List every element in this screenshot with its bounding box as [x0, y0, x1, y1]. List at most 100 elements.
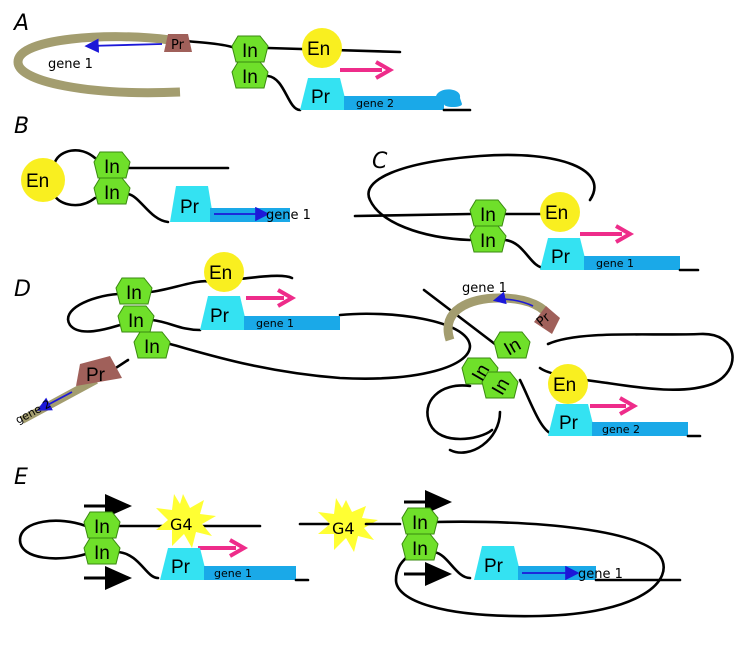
gene-body [210, 208, 290, 222]
promoter-active [160, 548, 208, 580]
promoter-label: Pr [311, 87, 331, 108]
promoter-label: Pr [86, 365, 106, 386]
panel-label-d: D [14, 277, 31, 302]
promoter-label: Pr [171, 38, 185, 53]
promoter-inactive [534, 306, 560, 334]
insulator-label: In [94, 517, 110, 538]
insulator-label: In [480, 231, 496, 252]
panel-label-b: B [14, 114, 29, 139]
panel-c: C In In En Pr gene 1 [353, 149, 700, 272]
gene-body [204, 566, 296, 580]
dna-strand [353, 212, 472, 218]
enhancer-label: En [553, 375, 576, 396]
dna-loop [426, 384, 494, 441]
promoter-label: Pr [210, 306, 230, 327]
panel-b: B En In In Pr gene 1 [14, 114, 311, 224]
promoter-active [170, 186, 214, 222]
panel-d-left: D Pr gene 2 In In In En Pr gene 1 [13, 252, 472, 427]
dna-strand [432, 550, 472, 580]
enhancer [540, 192, 580, 232]
activation-arrowhead [229, 538, 249, 558]
dna-loop [18, 519, 88, 560]
insulator-label: In [480, 205, 496, 226]
gene-1-loop [13, 32, 181, 98]
panel-d-right: Pr gene 1 In In In En Pr gene 2 [422, 281, 734, 454]
dna-strand [116, 550, 160, 580]
dna-strand [503, 238, 547, 270]
gene-1-label: gene 1 [266, 208, 311, 223]
dna-loop [538, 332, 734, 392]
dna-strand [266, 74, 302, 112]
gene-1-label: gene 1 [214, 567, 252, 580]
gene-1-label: gene 1 [256, 317, 294, 330]
enhancer-label: En [209, 263, 232, 284]
dna-loop [394, 520, 665, 618]
g4-star [318, 498, 378, 552]
gene-1-label: gene 1 [596, 257, 634, 270]
promoter-active [300, 78, 348, 110]
dna-loop [367, 153, 596, 242]
dna-loop [66, 292, 122, 333]
g4-label: G4 [332, 519, 355, 538]
enhancer-label: En [545, 203, 568, 224]
dna-strand [126, 192, 170, 224]
gene-body [244, 316, 340, 330]
panel-e-left: E In In G4 Pr gene 1 [14, 465, 310, 590]
insulator-label: In [242, 67, 258, 88]
gene-1-label: gene 1 [48, 57, 93, 72]
transcript-blob [436, 89, 462, 107]
panel-label-c: C [372, 149, 388, 174]
insulator-label: In [242, 41, 258, 62]
enhancer-label: En [26, 171, 49, 192]
insulator-label: In [412, 539, 428, 560]
promoter-inactive [164, 34, 192, 52]
promoter-active [540, 238, 588, 270]
gene-body [344, 96, 444, 110]
gene-2-inactive [20, 376, 98, 424]
insulator-label: In [128, 311, 144, 332]
activation-arrowhead [619, 396, 639, 416]
dna-strand [53, 149, 97, 164]
enhancer [302, 28, 342, 68]
promoter-inactive [76, 356, 122, 386]
promoter-label: Pr [180, 197, 200, 218]
g4-star [156, 494, 216, 548]
transcript-arrow [492, 291, 534, 307]
gene-body [584, 256, 680, 270]
gene-2-label: gene 2 [13, 397, 53, 426]
panel-e-right: G4 In In Pr gene 1 [298, 490, 682, 618]
dna-strand [53, 194, 97, 207]
enhancer [21, 158, 65, 202]
gene-1-label: gene 1 [462, 281, 507, 296]
dna-strand [518, 378, 554, 436]
activation-arrowhead [277, 288, 297, 308]
panel-label-a: A [12, 11, 29, 36]
dna-strand [448, 410, 502, 454]
g4-label: G4 [170, 515, 193, 534]
dna-strand [150, 318, 202, 332]
gene-body [592, 422, 688, 436]
promoter-active [548, 404, 596, 436]
gene-1-label: gene 1 [578, 567, 623, 582]
enhancer-label: En [307, 39, 330, 60]
gene-2-label: gene 2 [602, 423, 640, 436]
promoter-label: Pr [484, 556, 504, 577]
activation-arrowhead [615, 224, 635, 244]
activation-arrowhead [375, 60, 395, 80]
insulator-label: In [94, 543, 110, 564]
dna-loop [168, 312, 472, 380]
enhancer [548, 364, 588, 404]
promoter-label: Pr [559, 413, 579, 434]
insulator-label: In [104, 157, 120, 178]
promoter-active [200, 296, 248, 330]
transcript-arrow [84, 38, 163, 53]
promoter-active [474, 546, 522, 580]
panel-a: A Pr gene 1 In In En Pr gene 2 [12, 11, 472, 112]
gene-2-label: gene 2 [356, 97, 394, 110]
transcript-arrow [36, 391, 73, 411]
promoter-label: Pr [551, 247, 571, 268]
insulator-label: In [412, 513, 428, 534]
promoter-label: Pr [171, 557, 191, 578]
